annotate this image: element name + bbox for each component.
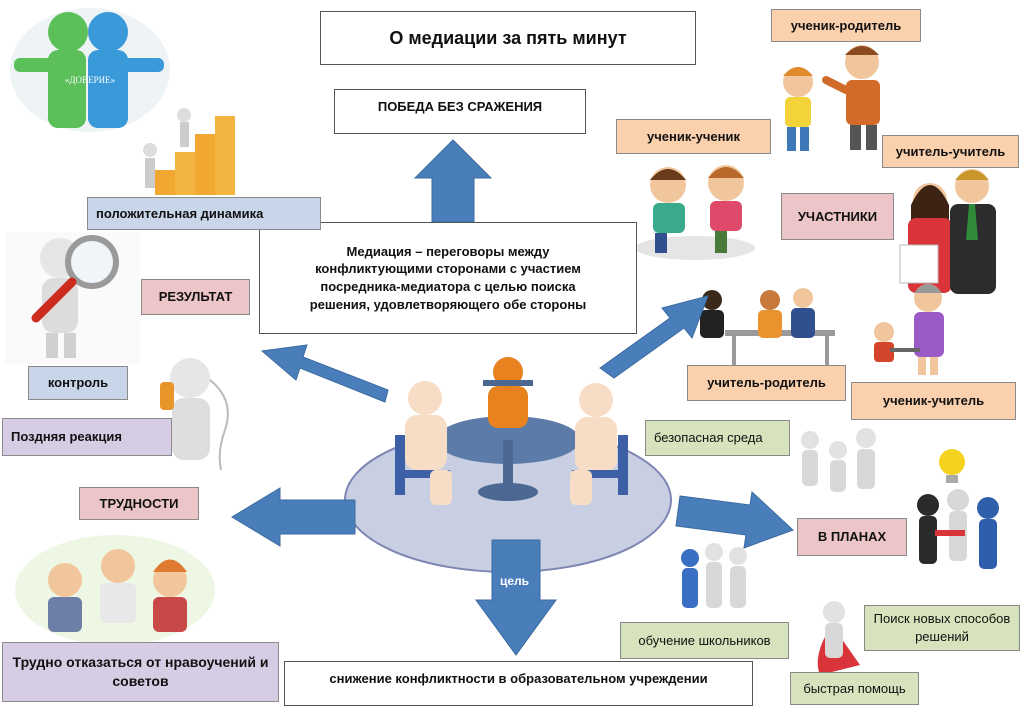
page-title: О медиации за пять минут — [320, 11, 696, 65]
student-parent-label: ученик-родитель — [771, 9, 921, 42]
doverie-logo: «ДОВЕРИЕ» — [10, 8, 170, 132]
student-teacher-illustration — [874, 284, 944, 375]
plans-label: В ПЛАНАХ — [797, 518, 907, 556]
teacher-teacher-label: учитель-учитель — [882, 135, 1019, 168]
difficulties-label: ТРУДНОСТИ — [79, 487, 199, 520]
teaching-students-label: обучение школьников — [620, 622, 789, 659]
late-reaction-label: Поздняя реакция — [2, 418, 172, 456]
teacher-parent-label: учитель-родитель — [687, 365, 846, 401]
safe-environment-label: безопасная среда — [645, 420, 790, 456]
phone-illustration — [160, 358, 229, 471]
arrow-up-right — [599, 295, 709, 379]
magnifier-illustration — [5, 232, 140, 364]
student-parent-illustration — [783, 45, 880, 151]
arrow-right — [675, 490, 794, 549]
arrow-left — [231, 487, 356, 547]
victory-box: ПОБЕДА БЕЗ СРАЖЕНИЯ — [334, 89, 586, 134]
logo-text: «ДОВЕРИЕ» — [65, 75, 115, 85]
hard-refuse-label: Трудно отказаться от нравоучений и совет… — [2, 642, 279, 702]
teacher-teacher-illustration — [899, 169, 996, 294]
teacher-parent-illustration — [700, 288, 835, 366]
teamwork-illustration — [917, 449, 999, 569]
quick-help-label: быстрая помощь — [790, 672, 919, 705]
arguing-people-illustration — [15, 535, 215, 645]
goal-arrow-label: цель — [500, 574, 530, 588]
stairs-illustration — [143, 108, 235, 195]
students-group-illustration — [681, 543, 747, 608]
new-ways-label: Поиск новых способов решений — [864, 605, 1020, 651]
arrow-up — [413, 139, 493, 223]
student-student-illustration — [635, 165, 755, 260]
arrow-up-left — [260, 344, 389, 403]
arrow-down — [475, 539, 557, 656]
arrows — [231, 139, 794, 656]
result-label: РЕЗУЛЬТАТ — [141, 279, 250, 315]
positive-dynamics-label: положительная динамика — [87, 197, 321, 230]
participants-label: УЧАСТНИКИ — [781, 193, 894, 240]
control-label: контроль — [28, 366, 128, 400]
superhero-illustration — [817, 601, 860, 675]
safe-environment-illustration — [801, 428, 876, 492]
mediation-definition: Медиация – переговоры между конфликтующи… — [259, 222, 637, 334]
student-student-label: ученик-ученик — [616, 119, 771, 154]
goal-box: снижение конфликтности в образовательном… — [284, 661, 753, 706]
student-teacher-label: ученик-учитель — [851, 382, 1016, 420]
mediation-table-illustration — [344, 357, 672, 573]
